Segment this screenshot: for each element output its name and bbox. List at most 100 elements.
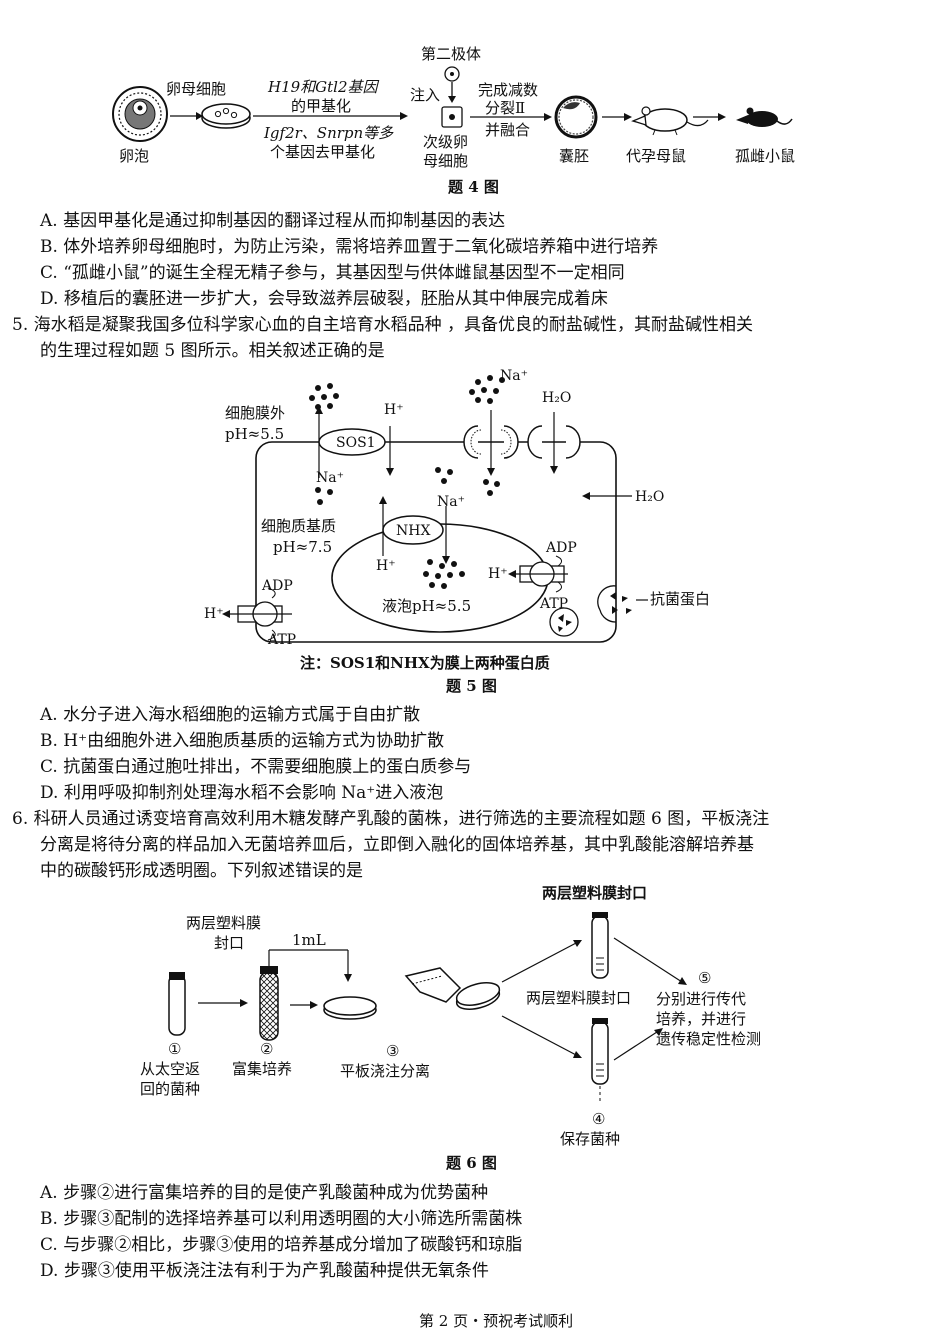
vacuole-proton-pump <box>508 555 568 593</box>
fig6-label-step5-line-3: 遗传稳定性检测 <box>656 1030 762 1048</box>
q5-option-d: D. 利用呼吸抑制剂处理海水稻不会影响 Na⁺进入液泡 <box>40 783 444 803</box>
blastocyst-drawing <box>554 95 598 139</box>
secretory-vesicle <box>549 607 579 637</box>
fig5-label-na-top: Na⁺ <box>500 368 528 384</box>
fig5-label-h-top: H⁺ <box>384 402 404 418</box>
fig6-label-step1-line-2: 回的菌种 <box>140 1080 201 1098</box>
fig5-label-na-left: Na⁺ <box>316 470 344 486</box>
fig5-label-cyto-ph: pH≈7.5 <box>273 538 333 556</box>
fig5-label-na-mid: Na⁺ <box>437 494 465 510</box>
fig6-label-step4-number: ④ <box>592 1110 606 1128</box>
membrane-proton-pump <box>222 587 292 641</box>
q4-option-b: B. 体外培养卵母细胞时，为防止污染，需将培养皿置于二氧化碳培养箱中进行培养 <box>40 237 659 257</box>
fig6-label-step1-number: ① <box>168 1040 182 1058</box>
fig5-label-h2o-top: H₂O <box>542 390 572 406</box>
fig4-label-blastocyst: 囊胚 <box>559 147 590 165</box>
na-dots-cytoplasm-top <box>483 479 500 496</box>
fig4-label-inject: 注入 <box>410 86 441 104</box>
figure-4-caption: 题 4 图 <box>448 178 499 196</box>
fig4-label-demethylation-2: 个基因去甲基化 <box>270 143 376 161</box>
fig6-label-step5-line-1: 分别进行传代 <box>656 990 747 1008</box>
figure-5-graphic <box>222 375 648 643</box>
exocytosis-vesicle <box>597 585 632 623</box>
fig5-label-outside: 细胞膜外 <box>225 404 286 422</box>
fig6-label-step5-number: ⑤ <box>698 969 712 987</box>
tube-space-strain <box>168 972 186 1036</box>
figure-5-caption: 题 5 图 <box>446 677 497 695</box>
fig6-label-film-1: 两层塑料膜 <box>186 914 262 932</box>
fig5-label-cytoplasm: 细胞质基质 <box>261 517 337 535</box>
q6-option-a: A. 步骤②进行富集培养的目的是使产乳酸菌种成为优势菌种 <box>40 1183 489 1203</box>
fig6-label-seal-top: 两层塑料膜封口 <box>542 884 648 902</box>
fig5-label-h-vacuole: H⁺ <box>376 558 396 574</box>
fig4-label-complete-2: 分裂Ⅱ <box>485 99 526 117</box>
fig6-label-step4: 保存菌种 <box>560 1130 621 1148</box>
fig6-label-1ml: 1mL <box>292 931 326 949</box>
q6-option-d: D. 步骤③使用平板浇注法有利于为产乳酸菌种提供无氧条件 <box>40 1261 489 1281</box>
fig6-label-step3-number: ③ <box>386 1042 400 1060</box>
fig4-label-oocyte: 卵母细胞 <box>166 80 227 98</box>
fig4-label-methylation-2: 的甲基化 <box>291 97 352 115</box>
q4-option-c: C. “孤雌小鼠”的诞生全程无精子参与，其基因型与供体雌鼠基因型不一定相同 <box>40 263 625 283</box>
fig5-label-adp-left: ADP <box>262 578 293 594</box>
fig5-label-vacuole-ph: 液泡pH≈5.5 <box>382 597 472 615</box>
tube-enrichment <box>259 966 279 1041</box>
q5-option-a: A. 水分子进入海水稻细胞的运输方式属于自由扩散 <box>40 705 421 725</box>
figure-4-graphic <box>112 66 793 142</box>
na-dots-cytoplasm-left <box>315 487 333 505</box>
fig4-label-complete-1: 完成减数 <box>478 81 539 99</box>
q6-stem-line-3: 中的碳酸钙形成透明圈。下列叙述错误的是 <box>40 861 363 881</box>
na-dots-cytoplasm-mid <box>435 467 453 484</box>
water-channel <box>527 412 581 474</box>
na-channel <box>463 410 519 476</box>
fig5-label-atp-right: ATP <box>540 596 569 612</box>
figure-6-caption: 题 6 图 <box>446 1154 497 1172</box>
pouring-flask <box>404 967 462 1003</box>
fig4-label-secondary-oocyte-2: 母细胞 <box>423 152 469 170</box>
q5-stem-line-1: 5. 海水稻是凝聚我国多位科学家心血的自主培育水稻品种 ，具备优良的耐盐碱性，其… <box>12 315 754 335</box>
figure-5-note: 注：SOS1和NHX为膜上两种蛋白质 <box>300 654 550 672</box>
fig5-label-nhx: NHX <box>396 523 431 539</box>
fig4-label-complete-3: 并融合 <box>485 121 531 139</box>
fig6-label-film-2: 封口 <box>214 934 245 952</box>
fig4-label-polar-body: 第二极体 <box>421 45 482 63</box>
q6-option-b: B. 步骤③配制的选择培养基可以利用透明圈的大小筛选所需菌株 <box>40 1209 523 1229</box>
fig5-label-antibacterial-protein: 抗菌蛋白 <box>650 590 711 608</box>
fig5-label-h-left: H⁺ <box>204 606 224 622</box>
surrogate-mouse-drawing <box>631 106 709 136</box>
secondary-oocyte <box>441 106 463 128</box>
fig6-label-step3: 平板浇注分离 <box>340 1062 431 1080</box>
fig5-label-h-right: H⁺ <box>488 566 508 582</box>
tube-bottom <box>591 1018 609 1104</box>
na-dots-outside-left <box>309 383 339 410</box>
orphan-mouse-drawing <box>736 107 793 127</box>
fig6-label-step5-line-2: 培养，并进行 <box>656 1010 747 1028</box>
fig4-label-orphan-mouse: 孤雌小鼠 <box>735 147 796 165</box>
fig4-label-surrogate: 代孕母鼠 <box>626 147 687 165</box>
tube-top <box>591 912 609 979</box>
na-dots-vacuole <box>423 559 465 589</box>
q5-stem-line-2: 的生理过程如题 5 图所示。相关叙述正确的是 <box>40 341 385 361</box>
na-dots-outside-top <box>469 375 505 404</box>
fig6-label-seal-mid: 两层塑料膜封口 <box>526 989 632 1007</box>
q5-option-c: C. 抗菌蛋白通过胞吐排出，不需要细胞膜上的蛋白质参与 <box>40 757 472 777</box>
fig5-label-h2o-right: H₂O <box>635 489 665 505</box>
page-footer: 第 2 页・预祝考试顺利 <box>419 1312 574 1330</box>
q5-option-b: B. H⁺由细胞外进入细胞质基质的运输方式为协助扩散 <box>40 731 445 751</box>
fig6-label-step2: 富集培养 <box>232 1060 293 1078</box>
fig6-label-step1-line-1: 从太空返 <box>140 1060 201 1078</box>
fig4-label-follicle: 卵泡 <box>119 147 150 165</box>
fig4-label-secondary-oocyte-1: 次级卵 <box>423 133 469 151</box>
fig5-label-outside-ph: pH≈5.5 <box>225 425 285 443</box>
q6-stem-line-2: 分离是将待分离的样品加入无菌培养皿后，立即倒入融化的固体培养基，其中乳酸能溶解培… <box>40 835 754 855</box>
fig5-label-adp-right: ADP <box>546 540 577 556</box>
fig6-label-step2-number: ② <box>260 1040 274 1058</box>
follicle-drawing <box>112 86 168 142</box>
fig5-label-sos1: SOS1 <box>336 435 376 451</box>
q6-stem-line-1: 6. 科研人员通过诱变培育高效利用木糖发酵产乳酸的菌株，进行筛选的主要流程如题 … <box>12 809 770 829</box>
q4-option-d: D. 移植后的囊胚进一步扩大，会导致滋养层破裂，胚胎从其中伸展完成着床 <box>40 289 608 309</box>
q4-option-a: A. 基因甲基化是通过抑制基因的翻译过程从而抑制基因的表达 <box>40 211 506 231</box>
fig5-label-atp-left: ATP <box>268 632 297 648</box>
q6-option-c: C. 与步骤②相比，步骤③使用的培养基成分增加了碳酸钙和琼脂 <box>40 1235 523 1255</box>
oocyte-dish <box>201 103 251 129</box>
